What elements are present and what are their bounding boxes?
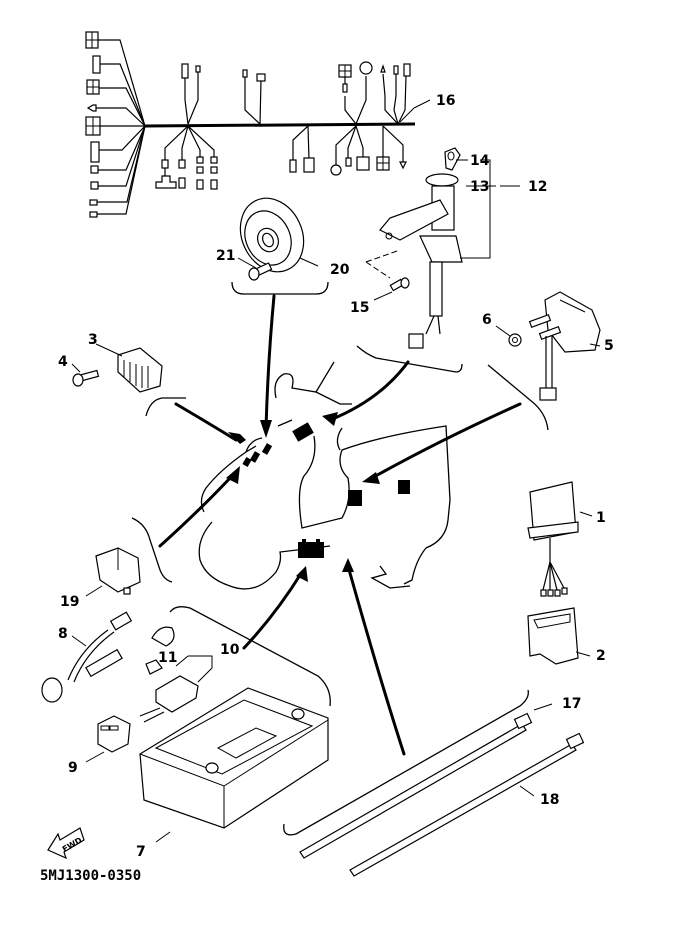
callout-3[interactable]: 3 — [88, 332, 98, 348]
callout-18[interactable]: 18 — [540, 792, 559, 808]
battery-cable[interactable] — [41, 611, 175, 703]
bracket-horn — [231, 281, 329, 295]
callout-4[interactable]: 4 — [58, 354, 68, 370]
rectifier-regulator[interactable] — [117, 347, 163, 393]
bracket-flasher — [131, 517, 173, 583]
callout-17[interactable]: 17 — [562, 696, 581, 712]
nut[interactable] — [508, 333, 522, 347]
callout-6[interactable]: 6 — [482, 312, 492, 328]
callout-13[interactable]: 13 — [470, 179, 489, 195]
callout-10[interactable]: 10 — [220, 642, 240, 658]
battery-location-icon — [298, 542, 324, 558]
callout-12[interactable]: 12 — [528, 179, 547, 195]
switch-location-icon — [292, 422, 314, 442]
bracket-main-switch — [356, 345, 463, 373]
callout-labels: 1 2 3 4 5 6 7 8 9 10 11 12 13 14 15 16 1… — [58, 93, 614, 860]
cable-tie[interactable] — [299, 712, 533, 859]
bracket-rectifier — [145, 397, 186, 417]
ignition-coil[interactable] — [528, 291, 601, 401]
battery[interactable] — [139, 687, 329, 829]
frame-silhouette — [198, 361, 451, 590]
relay-unit[interactable] — [527, 481, 579, 597]
bolt[interactable] — [72, 369, 100, 387]
callout-21[interactable]: 21 — [216, 248, 235, 264]
cable-tie-long[interactable] — [349, 732, 585, 877]
coil-location-icon — [398, 480, 410, 494]
relay-location-icon — [348, 490, 362, 506]
callout-7[interactable]: 7 — [136, 844, 146, 860]
horn[interactable] — [229, 188, 315, 282]
bracket-cable-ties — [283, 689, 529, 836]
callout-2[interactable]: 2 — [596, 648, 606, 664]
fuse-cover[interactable] — [97, 715, 131, 753]
fuse[interactable] — [145, 659, 163, 675]
flasher-relay[interactable] — [95, 547, 141, 595]
bracket-battery — [169, 606, 331, 707]
callout-20[interactable]: 20 — [330, 262, 350, 278]
relay-cover[interactable] — [527, 607, 579, 665]
starter-relay-assembly[interactable] — [139, 675, 199, 723]
callout-9[interactable]: 9 — [68, 760, 78, 776]
key — [444, 147, 461, 171]
fwd-badge: FWD — [47, 827, 85, 860]
callout-8[interactable]: 8 — [58, 626, 68, 642]
callout-14[interactable]: 14 — [470, 153, 490, 169]
screw[interactable] — [389, 277, 410, 292]
callout-1[interactable]: 1 — [596, 510, 606, 526]
bracket-ignition — [487, 364, 549, 431]
wire-harness[interactable] — [85, 31, 416, 218]
callout-15[interactable]: 15 — [350, 300, 369, 316]
pointer-arrows — [158, 294, 522, 756]
diagram-code: 5MJ1300-0350 — [40, 868, 141, 884]
callout-16[interactable]: 16 — [436, 93, 455, 109]
horn-bolt[interactable] — [248, 262, 273, 281]
callout-5[interactable]: 5 — [604, 338, 614, 354]
leader-lines — [71, 99, 601, 843]
callout-11[interactable]: 11 — [158, 650, 177, 666]
callout-19[interactable]: 19 — [60, 594, 79, 610]
main-switch-assembly[interactable] — [365, 147, 463, 349]
